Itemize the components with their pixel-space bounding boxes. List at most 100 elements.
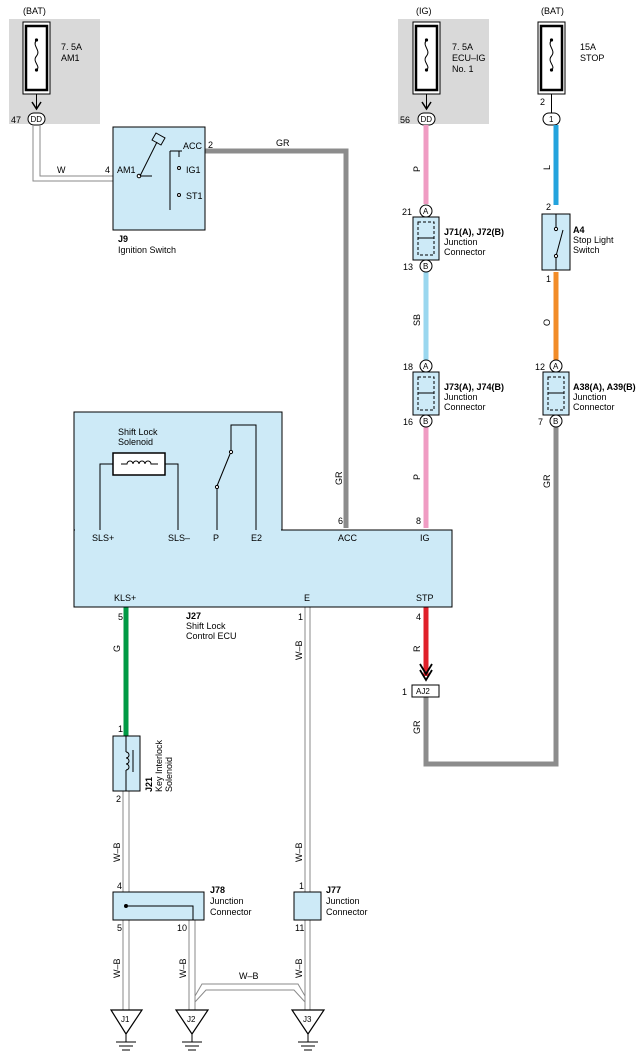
wire-r: R	[412, 607, 433, 682]
j78-pin-in: 4	[117, 881, 122, 891]
wire-ig-line: P SB P	[412, 125, 429, 528]
fuse-am1-source: (BAT)	[23, 6, 46, 16]
wire-stop-line: L O GR GR	[412, 125, 559, 767]
j78-name: Junction	[210, 896, 244, 906]
a38-name2: Connector	[573, 402, 615, 412]
fuse-stop-pin: 2	[540, 97, 545, 107]
wire-g: G	[112, 607, 129, 736]
ground-j2: J2	[174, 1009, 210, 1051]
a4-name2: Switch	[573, 245, 600, 255]
fuse-am1: (BAT) 7. 5A AM1 47 DD	[9, 6, 100, 126]
stop-light-switch: 2 1 A4 Stop Light Switch	[541, 202, 614, 284]
j21-pin-top: 1	[118, 724, 123, 734]
fuse-stop-conn: 1	[549, 115, 554, 124]
a38-pin-top: 12	[535, 362, 545, 372]
fuse-am1-pin: 47	[11, 115, 21, 125]
fuse-ecu-ig-pin: 56	[400, 115, 410, 125]
j71-name2: Connector	[444, 247, 486, 257]
ign-am1-terminal: AM1	[117, 165, 136, 175]
fuse-ecu-ig-name2: No. 1	[452, 64, 474, 74]
a4-pin-bottom: 1	[546, 274, 551, 284]
ground-j1: J1	[109, 1009, 144, 1051]
wire-wb-j78-label: W–B	[294, 842, 304, 862]
a4-id: A4	[573, 225, 585, 235]
ign-name: Ignition Switch	[118, 245, 176, 255]
wire-l-label: L	[542, 165, 552, 170]
a38-bottom: B	[553, 417, 558, 426]
ecu-acc-pin: 6	[338, 516, 343, 526]
wire-w: W	[32, 125, 113, 182]
fuse-ecu-ig: (IG) 7. 5A ECU–IG No. 1 56 DD	[398, 6, 489, 126]
fuse-ecu-ig-source: (IG)	[416, 6, 432, 16]
fuse-am1-rating: 7. 5A	[61, 42, 82, 52]
fuse-ecu-ig-rating: 7. 5A	[452, 42, 473, 52]
ecu-acc-terminal: ACC	[338, 533, 358, 543]
ecu-sls-minus: SLS–	[168, 533, 190, 543]
wire-wb-j3-label: W–B	[294, 958, 304, 978]
a38-pin-bottom: 7	[538, 417, 543, 427]
j77-pin-in: 1	[299, 881, 304, 891]
key-interlock-solenoid: 1 2 J21 Key Interlock Solenoid	[112, 724, 174, 804]
aj2-pin: 1	[402, 687, 407, 697]
j78-id: J78	[210, 885, 225, 895]
j71-pin-top: 21	[402, 207, 412, 217]
j77-name: Junction	[326, 896, 360, 906]
ecu-e-terminal: E	[304, 593, 310, 603]
j21-name: Key Interlock	[154, 739, 164, 792]
wire-p2-label: P	[412, 474, 422, 480]
j73-name: Junction	[444, 392, 478, 402]
a38-id: A38(A), A39(B)	[573, 382, 636, 392]
j71-pin-bottom: 13	[403, 262, 413, 272]
a38-top: A	[553, 362, 559, 371]
j78-pin-out1: 5	[117, 923, 122, 933]
wire-gr-bottom-label: GR	[412, 720, 422, 734]
wire-r-label: R	[412, 645, 422, 652]
j78-pin-out2: 10	[177, 923, 187, 933]
ign-id: J9	[118, 234, 128, 244]
ecu-ig-terminal: IG	[420, 533, 430, 543]
ecu-name2: Control ECU	[186, 631, 237, 641]
ecu-kls-pin: 5	[118, 612, 123, 622]
j73-id: J73(A), J74(B)	[444, 382, 504, 392]
junction-j71: 21 A B 13 J71(A), J72(B) Junction Connec…	[402, 204, 504, 273]
ign-am1-pin: 4	[105, 165, 110, 175]
wire-w-label: W	[57, 165, 66, 175]
wire-gr-acc: GR GR	[205, 138, 349, 528]
wire-gr-ecu-label: GR	[334, 471, 344, 485]
junction-j73: 18 A B 16 J73(A), J74(B) Junction Connec…	[403, 359, 504, 428]
fuse-ecu-ig-conn: DD	[421, 115, 433, 124]
fuse-am1-name: AM1	[61, 53, 80, 63]
ground-j3-label: J3	[303, 1015, 312, 1024]
wire-wb-h-label: W–B	[239, 971, 259, 981]
aj2-name: AJ2	[416, 687, 430, 696]
j21-pin-bottom: 2	[116, 794, 121, 804]
wire-sb-label: SB	[412, 314, 422, 326]
j78-name2: Connector	[210, 907, 252, 917]
ground-j3: J3	[290, 1009, 326, 1051]
ecu-e-pin: 1	[298, 612, 303, 622]
fuse-ecu-ig-name: ECU–IG	[452, 53, 486, 63]
wire-wb-e-label: W–B	[294, 640, 304, 660]
ecu-name: Shift Lock	[186, 621, 226, 631]
j71-id: J71(A), J72(B)	[444, 227, 504, 237]
ground-j1-label: J1	[121, 1015, 130, 1024]
j21-id: J21	[144, 777, 154, 792]
ecu-id: J27	[186, 611, 201, 621]
j73-top: A	[423, 362, 429, 371]
j73-pin-bottom: 16	[403, 417, 413, 427]
ecu-kls-terminal: KLS+	[114, 593, 136, 603]
wire-o-label: O	[542, 319, 552, 326]
junction-a38: 12 A B 7 A38(A), A39(B) Junction Connect…	[535, 359, 636, 428]
wire-p1-label: P	[412, 166, 422, 172]
ecu-stp-pin: 4	[416, 612, 421, 622]
j71-top: A	[423, 207, 429, 216]
ecu-sls-plus: SLS+	[92, 533, 114, 543]
ign-acc-terminal: ACC	[183, 141, 203, 151]
ign-acc-pin: 2	[208, 140, 213, 150]
wire-wb-j2-label: W–B	[178, 958, 188, 978]
ignition-switch: ACC IG1 ST1 AM1 4 2 J9 Ignition Switch	[105, 126, 213, 255]
ecu-e2-terminal: E2	[251, 533, 262, 543]
junction-j77: 1 11 J77 Junction Connector	[293, 881, 368, 933]
j71-name: Junction	[444, 237, 478, 247]
